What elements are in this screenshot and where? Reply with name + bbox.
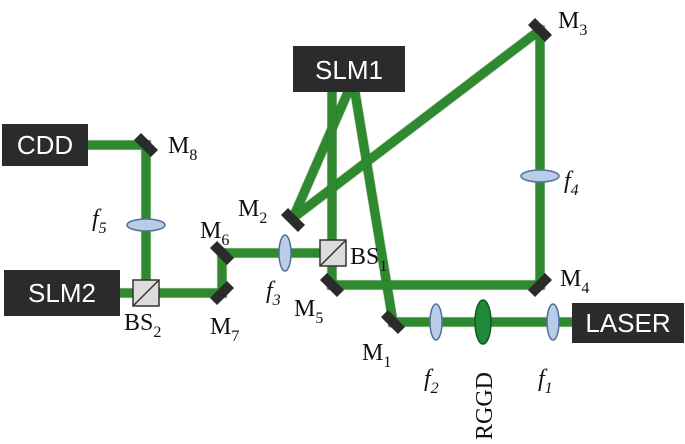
lens-f3	[278, 234, 292, 272]
m4-label: M4	[560, 266, 589, 297]
mirror-m7	[209, 280, 235, 306]
mirror-m4	[527, 272, 553, 298]
f5-label: f5	[92, 206, 107, 237]
f1-label: f1	[538, 366, 553, 397]
m2-label: M2	[238, 196, 267, 227]
slm1-label: SLM1	[315, 55, 383, 85]
mirror-m1	[380, 309, 406, 335]
rggd-label: RGGD	[472, 372, 498, 440]
mirror-m5	[319, 272, 345, 298]
cdd-label: CDD	[17, 130, 73, 160]
f4-label: f4	[564, 168, 579, 199]
bs1-label: BS1	[350, 244, 387, 275]
f2-label: f2	[424, 366, 439, 397]
slm1-device: SLM1	[293, 46, 405, 92]
beam-splitter-bs1	[319, 239, 347, 267]
bs2-label: BS2	[124, 310, 161, 341]
cdd-device: CDD	[2, 124, 88, 166]
m5-label: M5	[294, 296, 323, 327]
lens-f2	[429, 303, 443, 341]
rggd-element	[474, 299, 492, 345]
labels: M1 M2 M3 M4 M5 M6 M7 M8 BS1 BS2 f1 f2 f3…	[92, 8, 589, 440]
mirror-m3	[527, 17, 553, 43]
mirror-m2	[280, 207, 306, 233]
laser-device: LASER	[572, 303, 684, 343]
lens-f4	[520, 169, 560, 183]
mirror-m6	[209, 240, 235, 266]
m6-label: M6	[200, 218, 229, 249]
f3-label: f3	[266, 278, 281, 309]
slm2-label: SLM2	[28, 278, 96, 308]
lens-f5	[126, 218, 166, 232]
m3-label: M3	[558, 8, 587, 39]
lens-f1	[546, 303, 560, 341]
m1-label: M1	[362, 340, 391, 371]
m7-label: M7	[210, 314, 239, 345]
beam-splitter-bs2	[132, 279, 160, 307]
laser-label: LASER	[585, 308, 670, 338]
slm2-device: SLM2	[4, 270, 120, 316]
beam-slm1-m2-a	[287, 86, 354, 224]
mirror-m8	[133, 132, 159, 158]
m8-label: M8	[168, 133, 197, 164]
